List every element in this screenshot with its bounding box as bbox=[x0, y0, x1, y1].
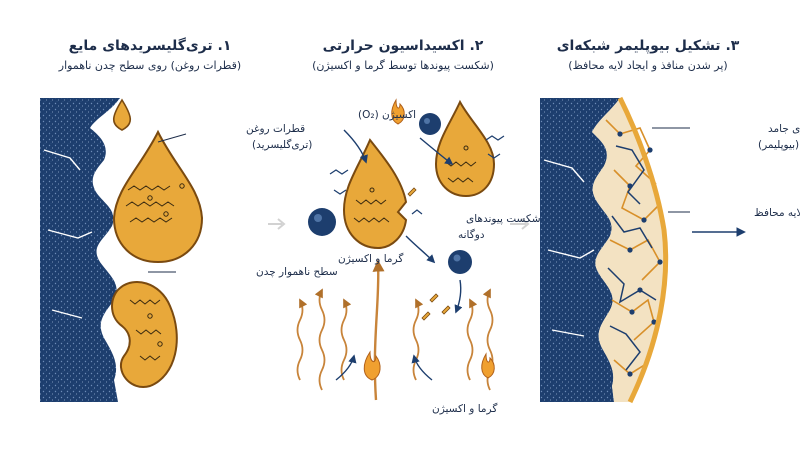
flame-icon bbox=[363, 350, 381, 381]
step1-subtitle: (قطرات روغن) روی سطح چدن ناهموار bbox=[58, 59, 241, 72]
flame-icon bbox=[391, 98, 405, 125]
step2-subtitle: (شکست پیوندها توسط گرما و اکسیژن) bbox=[312, 59, 494, 72]
oxygen-molecule bbox=[448, 250, 472, 274]
oil-droplet-small bbox=[112, 98, 132, 131]
label-biopolymer: (بیوپلیمر) bbox=[758, 139, 799, 151]
label-double-bonds-2: دوگانه bbox=[458, 228, 485, 241]
label-rough-surface: سطح ناهموار چدن bbox=[256, 266, 338, 278]
triglyceride-chains bbox=[125, 183, 185, 223]
step1-title: ۱. تری‌گلیسریدهای مایع bbox=[69, 37, 232, 54]
panel-2: اکسیژن (O₂) شکست پیوندهای دوگانه گرما و … bbox=[296, 98, 541, 415]
oxygen-molecule bbox=[419, 113, 441, 135]
label-polymer-network: شبکه پلیمری جامد bbox=[768, 123, 800, 135]
panel-3: شبکه پلیمری جامد (بیوپلیمر) لایه محافظ bbox=[540, 96, 800, 404]
oxidizing-droplet-right bbox=[434, 99, 496, 198]
label-oxygen: اکسیژن (O₂) bbox=[358, 109, 416, 121]
broken-chain-fragments bbox=[329, 135, 505, 215]
label-protective-layer: لایه محافظ bbox=[754, 207, 800, 219]
panel-1: قطرات روغن (تری‌گلیسرید) سطح ناهموار چدن bbox=[40, 98, 338, 402]
label-heat-oxygen-left: گرما و اکسیژن bbox=[338, 252, 403, 265]
label-oil-droplets: قطرات روغن bbox=[246, 123, 305, 135]
heat-waves bbox=[296, 288, 494, 391]
label-heat-oxygen-bottom: گرما و اکسیژن bbox=[432, 402, 497, 415]
oil-droplet-large bbox=[112, 129, 204, 264]
oxidizing-droplet-center bbox=[342, 138, 408, 250]
label-double-bonds: شکست پیوندهای bbox=[466, 213, 541, 225]
oxygen-molecule bbox=[308, 208, 336, 236]
iron-surface-panel3 bbox=[540, 98, 620, 402]
iron-surface-panel1 bbox=[40, 98, 120, 402]
flame-icon bbox=[481, 352, 495, 379]
protective-layer-edge bbox=[617, 96, 669, 404]
label-triglyceride: (تری‌گلیسرید) bbox=[252, 138, 312, 151]
oil-droplet-lower bbox=[111, 281, 178, 389]
step3-subtitle: (پر شدن منافذ و ایجاد لایه محافظ) bbox=[568, 59, 727, 72]
polymer-network-blue bbox=[607, 145, 657, 371]
step3-title: ۳. تشکیل بیوپلیمر شبکه‌ای bbox=[557, 38, 740, 54]
step2-title: ۲. اکسیداسیون حرارتی bbox=[323, 38, 484, 54]
